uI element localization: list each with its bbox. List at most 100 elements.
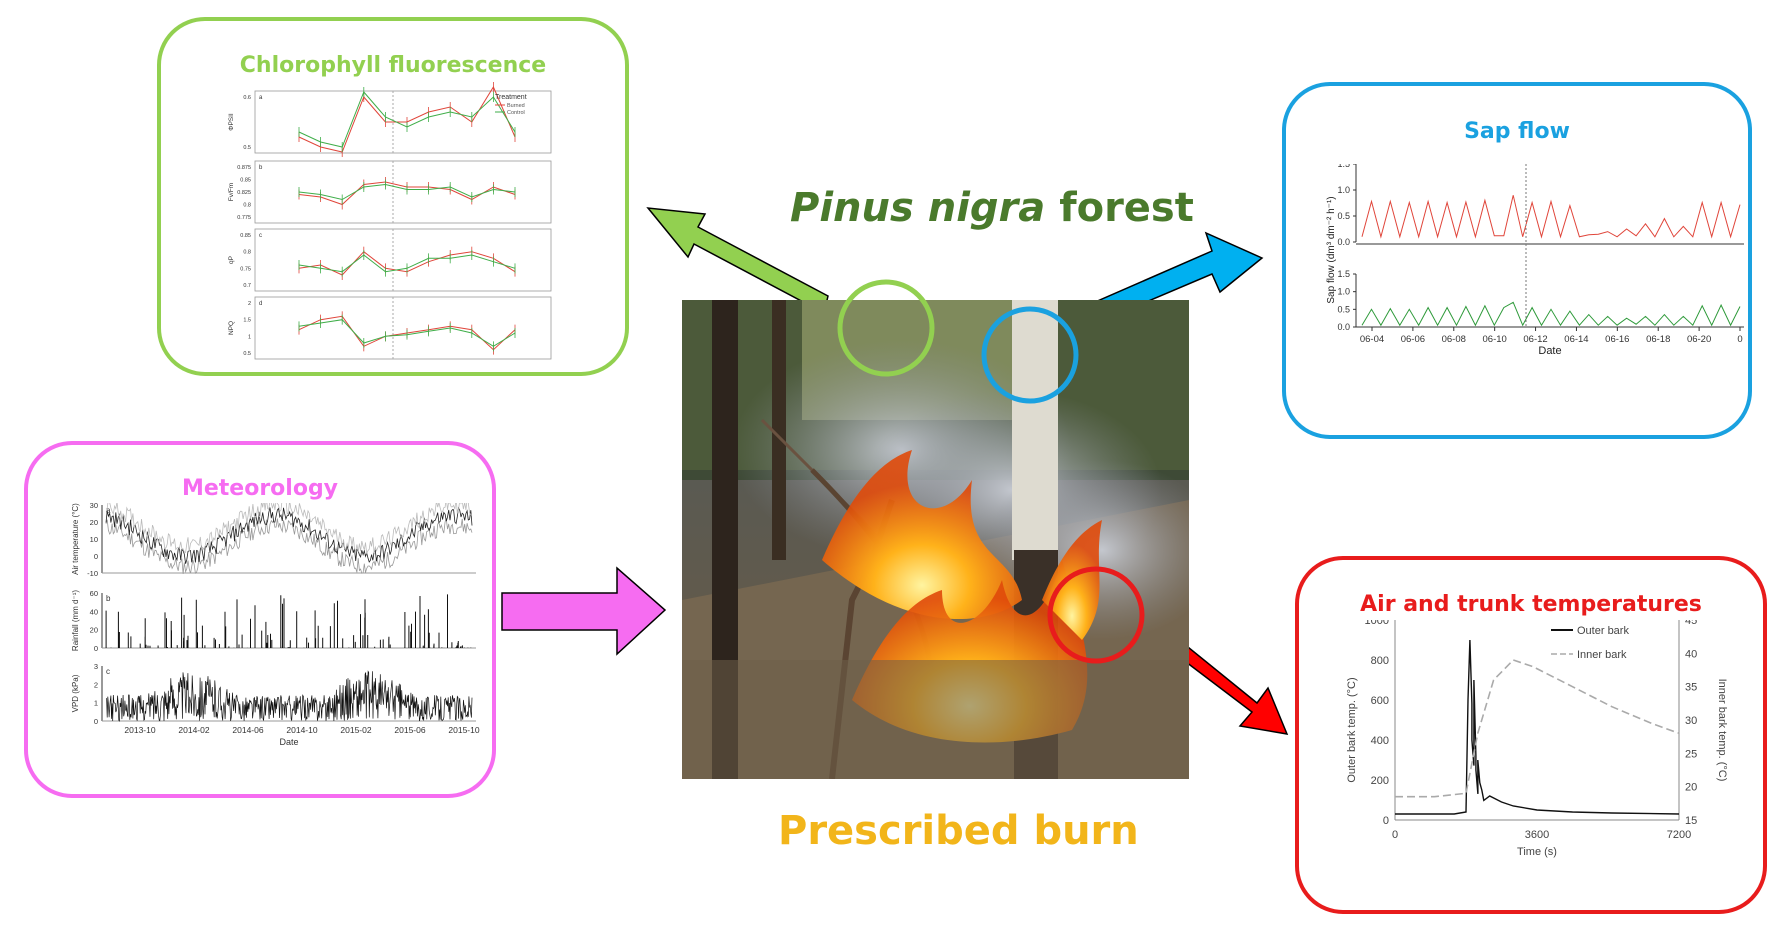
chl-y-tick-label: 0.775 xyxy=(237,215,251,221)
chl-y-tick-label: 0.8 xyxy=(243,250,251,256)
met-x-tick-label: 2013-10 xyxy=(124,725,155,735)
chl-y-tick-label: 1 xyxy=(248,334,251,340)
sap-x-tick-label: 06-04 xyxy=(1360,334,1384,345)
sap-y-axis-label: Sap flow (dm³ dm⁻² h⁻¹) xyxy=(1326,196,1337,303)
sap-x-tick-label: 06-08 xyxy=(1442,334,1466,345)
rainfall-bars xyxy=(105,594,472,648)
temp-left-axis-label: Outer bark temp. (°C) xyxy=(1346,677,1358,782)
sap-x-tick-label: 0 xyxy=(1737,334,1742,345)
temp-left-tick-label: 400 xyxy=(1371,735,1389,747)
met-y-tick-label: 0 xyxy=(94,644,98,653)
chl-y-tick-label: 0.5 xyxy=(243,351,251,357)
inner-bark-line xyxy=(1395,659,1680,798)
sap-x-axis-label: Date xyxy=(1538,345,1561,357)
sap-y-tick-label: 1.0 xyxy=(1337,185,1350,195)
met-y-tick-label: 0 xyxy=(94,552,98,561)
sap-x-tick-label: 06-10 xyxy=(1483,334,1507,345)
met-x-tick-label: 2015-02 xyxy=(340,725,371,735)
arrow-from-meteorology xyxy=(501,566,667,656)
met-x-tick-label: 2014-02 xyxy=(178,725,209,735)
temp-left-tick-label: 0 xyxy=(1383,815,1389,827)
temp-right-tick-label: 40 xyxy=(1685,648,1697,660)
met-subplot-letter: b xyxy=(106,594,111,603)
temp-right-axis-label: Inner bark temp. (°C) xyxy=(1716,679,1728,782)
temp-left-tick-label: 200 xyxy=(1371,775,1389,787)
chl-subplot-frame xyxy=(254,160,552,224)
met-y-axis-label: Rainfall (mm d⁻¹) xyxy=(71,590,80,651)
met-y-tick-label: 2 xyxy=(94,680,98,689)
chl-legend-title: Treatment xyxy=(495,94,527,101)
chlorophyll-chart: aΦPSII0.50.6bFv/Fm0.7750.80.8250.850.875… xyxy=(228,82,552,360)
sap-x-tick-label: 06-06 xyxy=(1401,334,1425,345)
chl-subplot-letter: c xyxy=(259,233,262,239)
sap-y-tick-label: 0.5 xyxy=(1337,211,1350,221)
met-y-tick-label: 20 xyxy=(90,518,98,527)
air-temp-line-2 xyxy=(105,503,473,556)
temp-x-tick-label: 0 xyxy=(1392,829,1398,841)
temp-left-tick-label: 800 xyxy=(1371,655,1389,667)
chl-y-tick-label: 0.75 xyxy=(240,266,251,272)
met-y-tick-label: 1 xyxy=(94,699,98,708)
met-x-axis-label: Date xyxy=(279,737,298,747)
met-subplot-letter: a xyxy=(106,506,111,515)
chl-y-axis-label: qP xyxy=(228,256,235,264)
chl-subplot-frame xyxy=(254,296,552,360)
chl-y-tick-label: 0.85 xyxy=(240,178,251,184)
chl-subplot-frame xyxy=(254,228,552,292)
sap-series-line-0 xyxy=(1361,195,1741,239)
sap-x-tick-label: 06-18 xyxy=(1646,334,1670,345)
chl-y-axis-label: ΦPSII xyxy=(228,113,235,131)
legend-inner-label: Inner bark xyxy=(1577,649,1627,661)
sap-y-tick-label: 1.0 xyxy=(1337,287,1350,297)
species-name: Pinus nigra xyxy=(790,185,1046,231)
temp-right-tick-label: 45 xyxy=(1685,620,1697,627)
temp-right-tick-label: 25 xyxy=(1685,748,1697,760)
met-y-axis-label: VPD (kPa) xyxy=(71,674,80,712)
trunk-sensor-circle xyxy=(981,306,1079,404)
sap-y-tick-label: 0.5 xyxy=(1337,304,1350,314)
temp-right-tick-label: 15 xyxy=(1685,815,1697,827)
sap-flow-title: Sap flow xyxy=(1464,119,1570,144)
chl-subplot-letter: d xyxy=(259,301,262,307)
met-y-tick-label: 20 xyxy=(90,626,98,635)
chl-y-axis-label: NPQ xyxy=(228,321,235,335)
met-subplot-letter: c xyxy=(106,667,110,676)
met-x-tick-label: 2015-06 xyxy=(394,725,425,735)
sap-x-tick-label: 06-14 xyxy=(1564,334,1588,345)
prescribed-burn-photo xyxy=(682,300,1189,779)
sap-series-line-1 xyxy=(1361,301,1741,327)
meteorology-title: Meteorology xyxy=(181,476,339,501)
burn-title: Prescribed burn xyxy=(778,808,1139,854)
sap-y-tick-label: 1.5 xyxy=(1337,269,1350,279)
chl-subplot-letter: b xyxy=(259,165,263,171)
forest-word: forest xyxy=(1045,185,1194,231)
vpd-line xyxy=(105,670,473,722)
sap-x-tick-label: 06-20 xyxy=(1687,334,1711,345)
chl-y-tick-label: 0.825 xyxy=(237,190,251,196)
chl-y-tick-label: 2 xyxy=(248,301,251,307)
legend-outer-label: Outer bark xyxy=(1577,625,1629,637)
chl-legend-burned-label: Burned xyxy=(507,103,525,109)
met-x-tick-label: 2015-10 xyxy=(448,725,479,735)
outer-bark-line xyxy=(1395,639,1680,815)
chl-subplot-frame xyxy=(254,90,552,154)
met-y-tick-label: 10 xyxy=(90,535,98,544)
temp-right-tick-label: 35 xyxy=(1685,682,1697,694)
chl-y-tick-label: 0.8 xyxy=(243,203,251,209)
chlorophyll-title: Chlorophyll fluorescence xyxy=(239,53,547,78)
air-temp-line-1 xyxy=(105,506,473,564)
chl-y-tick-label: 1.5 xyxy=(243,318,251,324)
chl-y-tick-label: 0.7 xyxy=(243,283,251,289)
sap-y-tick-label: 0.0 xyxy=(1337,237,1350,247)
chl-y-tick-label: 0.85 xyxy=(240,233,251,239)
temp-left-tick-label: 1000 xyxy=(1365,620,1389,627)
temp-right-tick-label: 20 xyxy=(1685,782,1697,794)
temp-x-tick-label: 3600 xyxy=(1525,829,1549,841)
met-y-tick-label: 40 xyxy=(90,607,98,616)
chl-y-tick-label: 0.6 xyxy=(243,95,251,101)
met-y-tick-label: -10 xyxy=(87,569,98,578)
chl-subplot-letter: a xyxy=(259,95,263,101)
